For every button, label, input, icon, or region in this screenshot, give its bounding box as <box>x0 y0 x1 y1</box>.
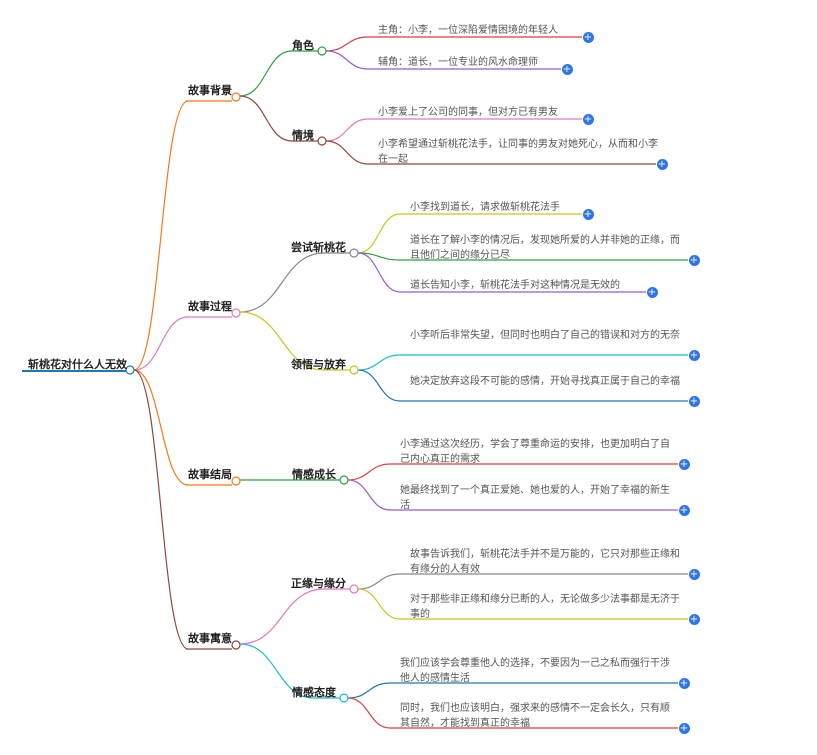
subtopic-node[interactable] <box>339 475 349 485</box>
leaf-text: 小李通过这次经历，学会了尊重命运的安排，也更加明白了自己内心真正的需求 <box>400 439 670 465</box>
leaf-connector <box>325 50 369 70</box>
expand-plus-icon[interactable]: + <box>582 208 594 220</box>
leaf-text: 她决定放弃这段不可能的感情，开始寻找真正属于自己的幸福 <box>410 376 680 387</box>
subtopic-label: 情感成长 <box>292 468 336 481</box>
leaf-connector <box>347 479 391 511</box>
subtopic-node[interactable] <box>349 365 359 375</box>
branch-node[interactable] <box>231 308 241 318</box>
leaf-text: 辅角：道长，一位专业的风水命理师 <box>378 57 538 68</box>
subtopic-connector <box>239 311 325 371</box>
subtopic-node[interactable] <box>317 136 327 146</box>
leaf-connector <box>347 463 391 481</box>
expand-plus-icon[interactable]: + <box>582 113 594 125</box>
leaf-text: 道长在了解小李的情况后，发现她所爱的人并非她的正缘，而且他们之间的缘分已尽 <box>410 235 680 261</box>
leaf-connector <box>357 369 401 402</box>
expand-plus-icon[interactable]: + <box>688 568 700 580</box>
expand-plus-icon[interactable]: + <box>688 395 700 407</box>
expand-plus-icon[interactable]: + <box>688 349 700 361</box>
branch-connector <box>133 369 189 650</box>
subtopic-label: 尝试斩桃花 <box>291 241 346 254</box>
leaf-connector <box>357 354 401 371</box>
branch-node[interactable] <box>231 476 241 486</box>
branch-node[interactable] <box>231 640 241 650</box>
subtopic-connector <box>239 50 293 97</box>
subtopic-connector <box>239 643 315 699</box>
subtopic-node[interactable] <box>317 46 327 56</box>
expand-plus-icon[interactable]: + <box>688 613 700 625</box>
leaf-text: 小李听后非常失望，但同时也明白了自己的错误和对方的无奈 <box>410 330 680 341</box>
leaf-text: 对于那些非正缘和缘分已断的人，无论做多少法事都是无济于事的 <box>410 594 680 620</box>
leaf-connector <box>347 697 391 729</box>
expand-plus-icon[interactable]: + <box>646 286 658 298</box>
leaf-text: 主角：小李，一位深陷爱情困境的年轻人 <box>378 25 558 36</box>
expand-plus-icon[interactable]: + <box>678 504 690 516</box>
leaf-text: 小李希望通过斩桃花法手，让同事的男友对她死心，从而和小李在一起 <box>378 139 658 165</box>
leaf-text: 小李爱上了公司的同事，但对方已有男友 <box>378 107 558 118</box>
leaf-connector <box>325 118 369 142</box>
branch-connector <box>133 369 189 486</box>
expand-plus-icon[interactable]: + <box>656 158 668 170</box>
root-topic: 斩桃花对什么人无效 <box>28 358 127 371</box>
branch-topic: 故事结局 <box>188 468 232 481</box>
branch-topic: 故事过程 <box>188 300 232 313</box>
branch-topic: 故事背景 <box>188 84 232 97</box>
expand-plus-icon[interactable]: + <box>688 254 700 266</box>
leaf-text: 我们应该学会尊重他人的选择，不要因为一己之私而强行干涉他人的感情生活 <box>400 658 670 684</box>
subtopic-node[interactable] <box>339 693 349 703</box>
subtopic-node[interactable] <box>349 248 359 258</box>
branch-node[interactable] <box>231 92 241 102</box>
subtopic-label: 情境 <box>292 129 314 142</box>
expand-plus-icon[interactable]: + <box>678 722 690 734</box>
branch-connector <box>133 100 189 371</box>
subtopic-label: 情感态度 <box>292 686 336 699</box>
leaf-connector <box>325 140 369 165</box>
expand-plus-icon[interactable]: + <box>678 677 690 689</box>
subtopic-connector <box>239 588 325 645</box>
subtopic-label: 正缘与缘分 <box>291 577 346 590</box>
leaf-text: 同时，我们也应该明白，强求来的感情不一定会长久，只有顺其自然，才能找到真正的幸福 <box>400 703 670 729</box>
leaf-connector <box>357 573 401 590</box>
branch-topic: 故事寓意 <box>188 632 232 645</box>
leaf-text: 小李找到道长，请求做斩桃花法手 <box>410 202 560 213</box>
root-node[interactable] <box>125 365 135 375</box>
leaf-connector <box>325 36 369 52</box>
leaf-text: 她最终找到了一个真正爱她、她也爱的人，开始了幸福的新生活 <box>400 485 670 511</box>
leaf-connector <box>347 682 391 699</box>
expand-plus-icon[interactable]: + <box>561 63 573 75</box>
expand-plus-icon[interactable]: + <box>678 458 690 470</box>
leaf-connector <box>357 588 401 620</box>
subtopic-connector <box>239 252 325 313</box>
leaf-connector <box>357 252 401 293</box>
leaf-connector <box>357 213 401 254</box>
subtopic-node[interactable] <box>349 584 359 594</box>
subtopic-connector <box>239 95 293 142</box>
leaf-text: 道长告知小李，斩桃花法手对这种情况是无效的 <box>410 280 620 291</box>
leaf-text: 故事告诉我们，斩桃花法手并不是万能的，它只对那些正缘和有缘分的人有效 <box>410 549 680 575</box>
subtopic-label: 角色 <box>292 39 314 52</box>
branch-connector <box>133 316 189 371</box>
expand-plus-icon[interactable]: + <box>582 31 594 43</box>
subtopic-label: 领悟与放弃 <box>291 358 346 371</box>
